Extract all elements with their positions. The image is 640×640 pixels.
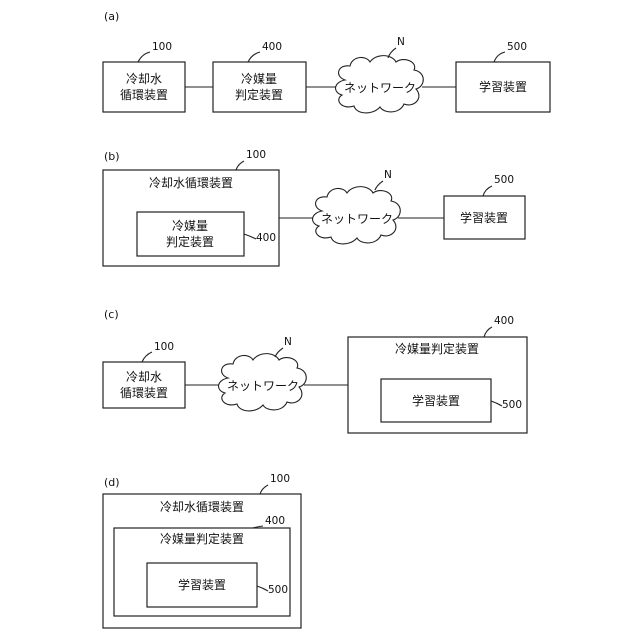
leader-n [275,348,283,357]
ref-500: 500 [494,174,514,186]
cooling-unit-label-line1: 冷却水 [126,72,162,86]
ref-100: 100 [152,41,172,53]
ref-400: 400 [262,41,282,53]
leader-100 [260,485,268,494]
cooling-unit-label: 冷却水循環装置 [149,176,233,190]
ref-100: 100 [270,473,290,485]
cooling-unit-label: 冷却水循環装置 [160,500,244,514]
ref-400: 400 [494,315,514,327]
panel-d-label: (d) [104,476,120,489]
refrigerant-unit-label-line2: 判定装置 [166,234,214,249]
cooling-unit-label-line2: 循環装置 [120,88,168,102]
leader-100 [142,352,152,362]
leader-400 [248,52,260,62]
cooling-water-circulation-unit [103,62,185,112]
network-label: ネットワーク [321,212,393,226]
refrigerant-unit-label-line1: 冷媒量 [241,72,277,86]
network-label: ネットワーク [344,81,416,95]
panel-b-label: (b) [104,150,120,163]
cooling-unit-label-line2: 循環装置 [120,386,168,400]
leader-n [375,181,383,190]
ref-n: N [384,169,392,181]
ref-100: 100 [154,341,174,353]
learning-unit-label: 学習装置 [460,210,508,225]
refrigerant-amount-judgment-unit [213,62,306,112]
cooling-water-circulation-unit [103,362,185,408]
ref-400: 400 [265,515,285,527]
panel-c-label: (c) [104,308,119,321]
refrigerant-unit-label-line2: 判定装置 [235,87,283,102]
ref-500: 500 [268,584,288,596]
learning-unit-label: 学習装置 [479,79,527,94]
leader-500 [483,186,492,196]
refrigerant-unit-label-line1: 冷媒量 [172,219,208,233]
ref-500: 500 [502,399,522,411]
ref-400: 400 [256,232,276,244]
leader-100 [138,52,150,62]
panel-c: (c) 冷却水 循環装置 100 ネットワーク N 冷媒量判定装置 400 学習… [103,308,527,433]
leader-400 [484,327,492,337]
refrigerant-unit-label: 冷媒量判定装置 [160,531,244,546]
panel-d: (d) 冷却水循環装置 100 冷媒量判定装置 400 学習装置 500 [103,473,301,628]
ref-500: 500 [507,41,527,53]
panel-a-label: (a) [104,10,119,23]
ref-100: 100 [246,149,266,161]
panel-b: (b) 冷却水循環装置 100 冷媒量 判定装置 400 ネットワーク N 学習… [103,149,525,266]
cooling-unit-label-line1: 冷却水 [126,370,162,384]
leader-100 [236,161,244,170]
refrigerant-unit-label: 冷媒量判定装置 [395,341,479,356]
ref-n: N [284,336,292,348]
network-label: ネットワーク [227,379,299,393]
leader-500 [494,52,505,62]
learning-unit-label: 学習装置 [412,393,460,408]
panel-a: (a) 冷却水 循環装置 100 冷媒量 判定装置 400 ネットワーク N 学… [103,10,550,113]
ref-n: N [397,36,405,48]
learning-unit-label: 学習装置 [178,577,226,592]
